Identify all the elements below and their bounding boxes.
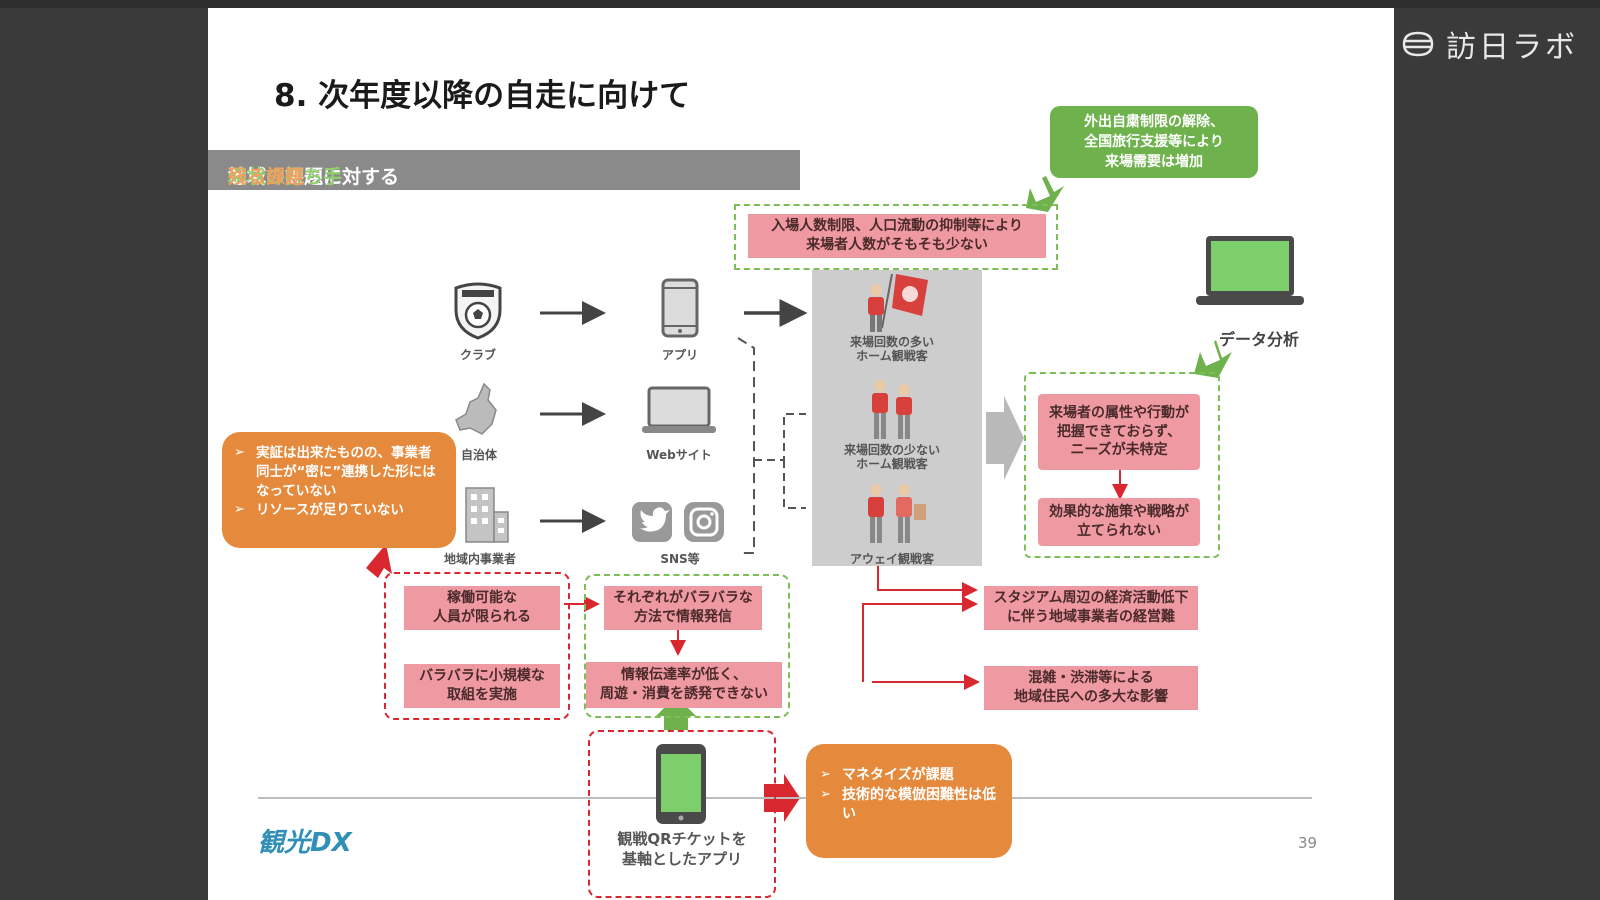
source-municipality: [452, 380, 508, 440]
channel-label-web: Webサイト: [646, 448, 712, 462]
couple-supporters-icon: [872, 380, 912, 439]
resource-problem-frame: [384, 572, 570, 720]
challenge-callout-bottom: マネタイズが課題 技術的な模倣困難性は低い: [806, 744, 1012, 858]
lantern-icon: [1402, 31, 1434, 57]
brand-logo-text: 訪日ラボ: [1446, 30, 1578, 65]
source-arrows: [540, 299, 808, 533]
subtitle-part1: 地域の課題に対する: [228, 166, 400, 188]
top-problem-frame: [734, 204, 1058, 270]
challenge-list-left: 実証は出来たものの、事業者同士が“密に”連携した形にはなっていない リソースが足…: [234, 444, 444, 520]
info-problem-2: 情報伝達率が低く、 周遊・消費を誘発できない: [586, 662, 782, 708]
channel-web: [640, 386, 718, 436]
qr-app-frame: [588, 730, 776, 898]
source-label-business: 地域内事業者: [443, 552, 516, 566]
top-bar: [0, 0, 1600, 8]
subtitle-part4: 残る課題: [228, 166, 305, 188]
laptop-icon: [642, 386, 716, 433]
channel-label-sns: SNS等: [660, 552, 700, 566]
smartphone-icon: [661, 278, 699, 338]
flag-supporter-icon: [868, 273, 928, 332]
analysis-problem-1: 来場者の属性や行動が 把握できておらず、 ニーズが未特定: [1038, 394, 1200, 470]
challenge-list-bottom: マネタイズが課題 技術的な模倣困難性は低い: [820, 766, 998, 825]
challenge-callout-left: 実証は出来たものの、事業者同士が“密に”連携した形にはなっていない リソースが足…: [222, 432, 456, 548]
qr-app-label: 観戦QRチケットを 基軸としたアプリ: [617, 830, 747, 868]
spectator-frequent-home: [852, 270, 936, 336]
challenge-item: リソースが足りていない: [234, 501, 444, 520]
demand-increase-callout: 外出自粛制限の解除、 全国旅行支援等により 来場需要は増加: [1050, 106, 1258, 178]
green-arrow-down-top: [1026, 176, 1064, 212]
spectator-label-occasional: 来場回数の少ない ホーム観戦客: [843, 443, 940, 471]
page-number: 39: [1298, 834, 1318, 852]
green-arrow-down-right: [1194, 340, 1232, 378]
info-problem-frame: [584, 574, 790, 718]
top-problem-box: 入場人数制限、人口流動の抑制等により 来場者人数がそもそも少ない: [748, 214, 1046, 258]
challenge-item: 実証は出来たものの、事業者同士が“密に”連携した形にはなっていない: [234, 444, 444, 501]
footer-logo: 観光DX: [258, 828, 352, 858]
channel-app: [660, 278, 700, 338]
source-club: [448, 280, 508, 340]
spectator-away: [852, 480, 936, 548]
source-label-municipality: 自治体: [460, 448, 497, 462]
building-icon: [465, 487, 509, 543]
subtitle-bar: 地域の課題に対する現状の打ち手と残る課題: [208, 150, 800, 190]
source-label-club: クラブ: [459, 348, 496, 362]
subtitle-part2: 現状の打ち手: [228, 166, 343, 188]
green-arrow-up: [656, 696, 696, 730]
resource-problem-2: バラバラに小規模な 取組を実施: [404, 664, 560, 708]
spectator-label-frequent: 来場回数の多い ホーム観戦客: [849, 335, 934, 363]
spectator-panel: [812, 270, 982, 566]
slide-title: 8. 次年度以降の自走に向けて: [274, 78, 691, 114]
connector-layer: [258, 176, 1312, 822]
subtitle-part3: と: [228, 166, 248, 188]
resource-problem-1: 稼働可能な 人員が限られる: [404, 586, 560, 630]
red-arrow-up-left: [366, 544, 392, 578]
analysis-problem-2: 効果的な施策や戦略が 立てられない: [1038, 498, 1200, 546]
qr-app-visual: [654, 742, 708, 826]
channel-label-app: アプリ: [661, 348, 698, 362]
twitter-instagram-icon: [632, 502, 724, 542]
source-business: [464, 484, 514, 544]
spectator-label-away: アウェイ観戦客: [849, 552, 934, 566]
regional-problem-2: 混雑・渋滞等による 地域住民への多大な影響: [984, 666, 1198, 710]
challenge-item: 技術的な模倣困難性は低い: [820, 786, 998, 825]
regional-problem-1: スタジアム周辺の経済活動低下 に伴う地域事業者の経営難: [984, 586, 1198, 630]
laptop-green-icon: [1196, 236, 1304, 305]
map-region-icon: [455, 382, 497, 435]
spectator-occasional-home: [858, 378, 928, 444]
challenge-item: マネタイズが課題: [820, 766, 998, 786]
brand-logo: 訪日ラボ: [1400, 22, 1578, 66]
football-crest-icon: [454, 282, 502, 340]
smartphone-green-icon: [656, 744, 706, 824]
data-analysis-visual: [1194, 234, 1306, 308]
channel-sns: [630, 500, 730, 544]
bracket-channels: [737, 337, 755, 554]
data-analysis-label: データ分析: [1218, 330, 1299, 349]
slide: 8. 次年度以降の自走に向けて 地域の課題に対する現状の打ち手と残る課題 外出自…: [208, 8, 1394, 900]
away-supporters-icon: [868, 484, 926, 543]
info-problem-1: それぞれがバラバラな 方法で情報発信: [604, 586, 762, 630]
bracket-branch: [754, 413, 806, 509]
big-gray-arrow: [986, 396, 1024, 480]
analysis-problem-frame: [1024, 372, 1220, 558]
